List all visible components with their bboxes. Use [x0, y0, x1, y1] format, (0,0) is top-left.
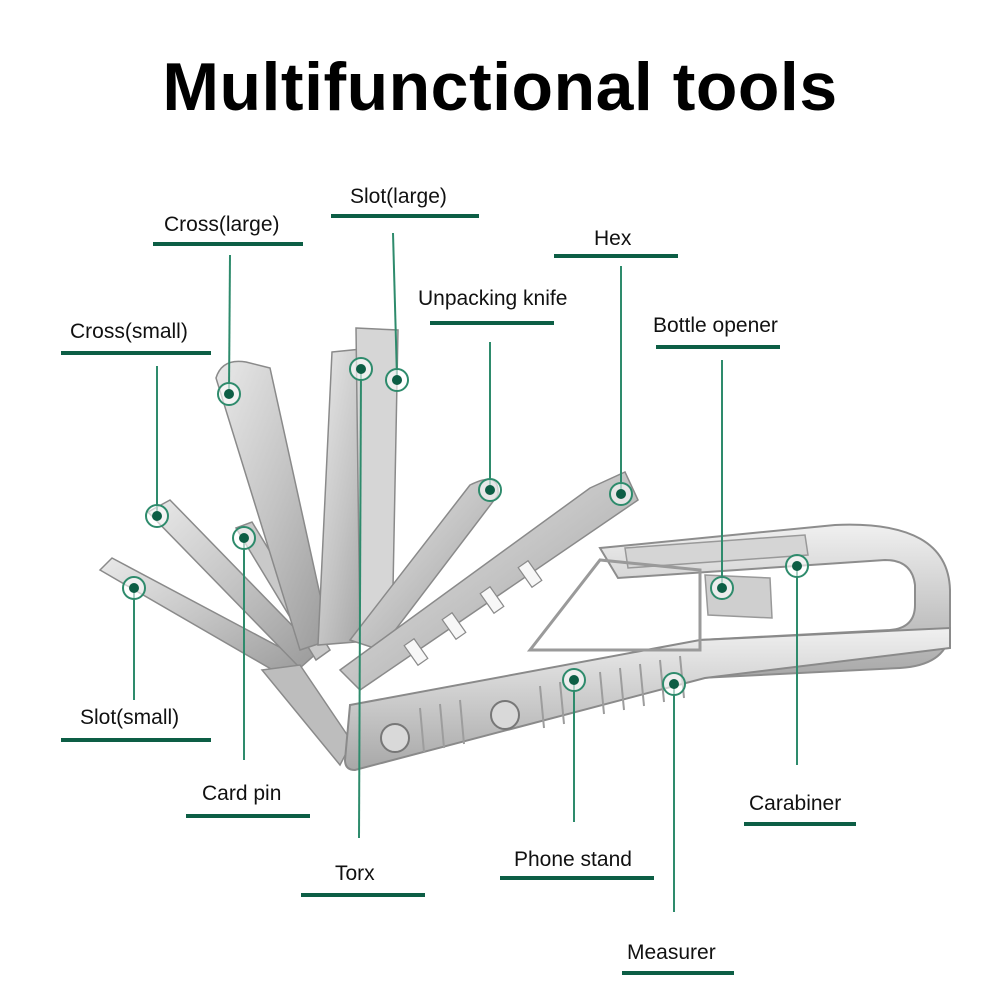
label-slot-large: Slot(large) — [350, 185, 447, 208]
cross-large-blade — [215, 360, 331, 651]
label-bottle-opener: Bottle opener — [653, 314, 778, 337]
underline-slot-small — [61, 738, 211, 742]
underline-carabiner — [744, 822, 856, 826]
dot-measurer — [662, 672, 686, 696]
screw-right — [490, 700, 520, 730]
underline-bottle-opener — [656, 345, 780, 349]
dot-cross-large — [217, 382, 241, 406]
pivot-block — [260, 664, 353, 767]
multitool-illustration — [98, 327, 951, 772]
dot-card-pin — [232, 526, 256, 550]
body-ridges — [419, 655, 685, 753]
underline-slot-large — [331, 214, 479, 218]
label-carabiner: Carabiner — [749, 792, 842, 815]
callout-lines — [133, 232, 798, 912]
underline-cross-large — [153, 242, 303, 246]
dot-torx — [349, 357, 373, 381]
dot-knife — [478, 478, 502, 502]
label-measurer: Measurer — [627, 941, 716, 964]
underline-phone-stand — [500, 876, 654, 880]
screw-left — [380, 723, 410, 753]
callout-dots — [122, 357, 809, 696]
ruler-notches — [403, 559, 543, 667]
dot-phone-stand — [562, 668, 586, 692]
label-hex: Hex — [594, 227, 632, 250]
page-title: Multifunctional tools — [162, 49, 838, 125]
dot-carabiner — [785, 554, 809, 578]
dot-slot-large — [385, 368, 409, 392]
underline-cross-small — [61, 351, 211, 355]
label-slot-small: Slot(small) — [80, 706, 180, 729]
underline-unpacking-knife — [430, 321, 554, 325]
label-card-pin: Card pin — [202, 782, 282, 805]
phone-stand-frame — [526, 558, 702, 652]
label-cross-small: Cross(small) — [70, 320, 188, 343]
main-body — [343, 626, 951, 772]
underline-hex — [554, 254, 678, 258]
underline-card-pin — [186, 814, 310, 818]
label-phone-stand: Phone stand — [514, 848, 632, 871]
hex-blade — [338, 471, 639, 691]
dot-cross-small — [145, 504, 169, 528]
label-torx: Torx — [335, 862, 375, 885]
dot-bottle-opener — [710, 576, 734, 600]
label-unpacking-knife: Unpacking knife — [418, 287, 568, 310]
dot-slot-small — [122, 576, 146, 600]
underline-torx — [301, 893, 425, 897]
underline-measurer — [622, 971, 734, 975]
label-cross-large: Cross(large) — [164, 213, 280, 236]
dot-hex — [609, 482, 633, 506]
